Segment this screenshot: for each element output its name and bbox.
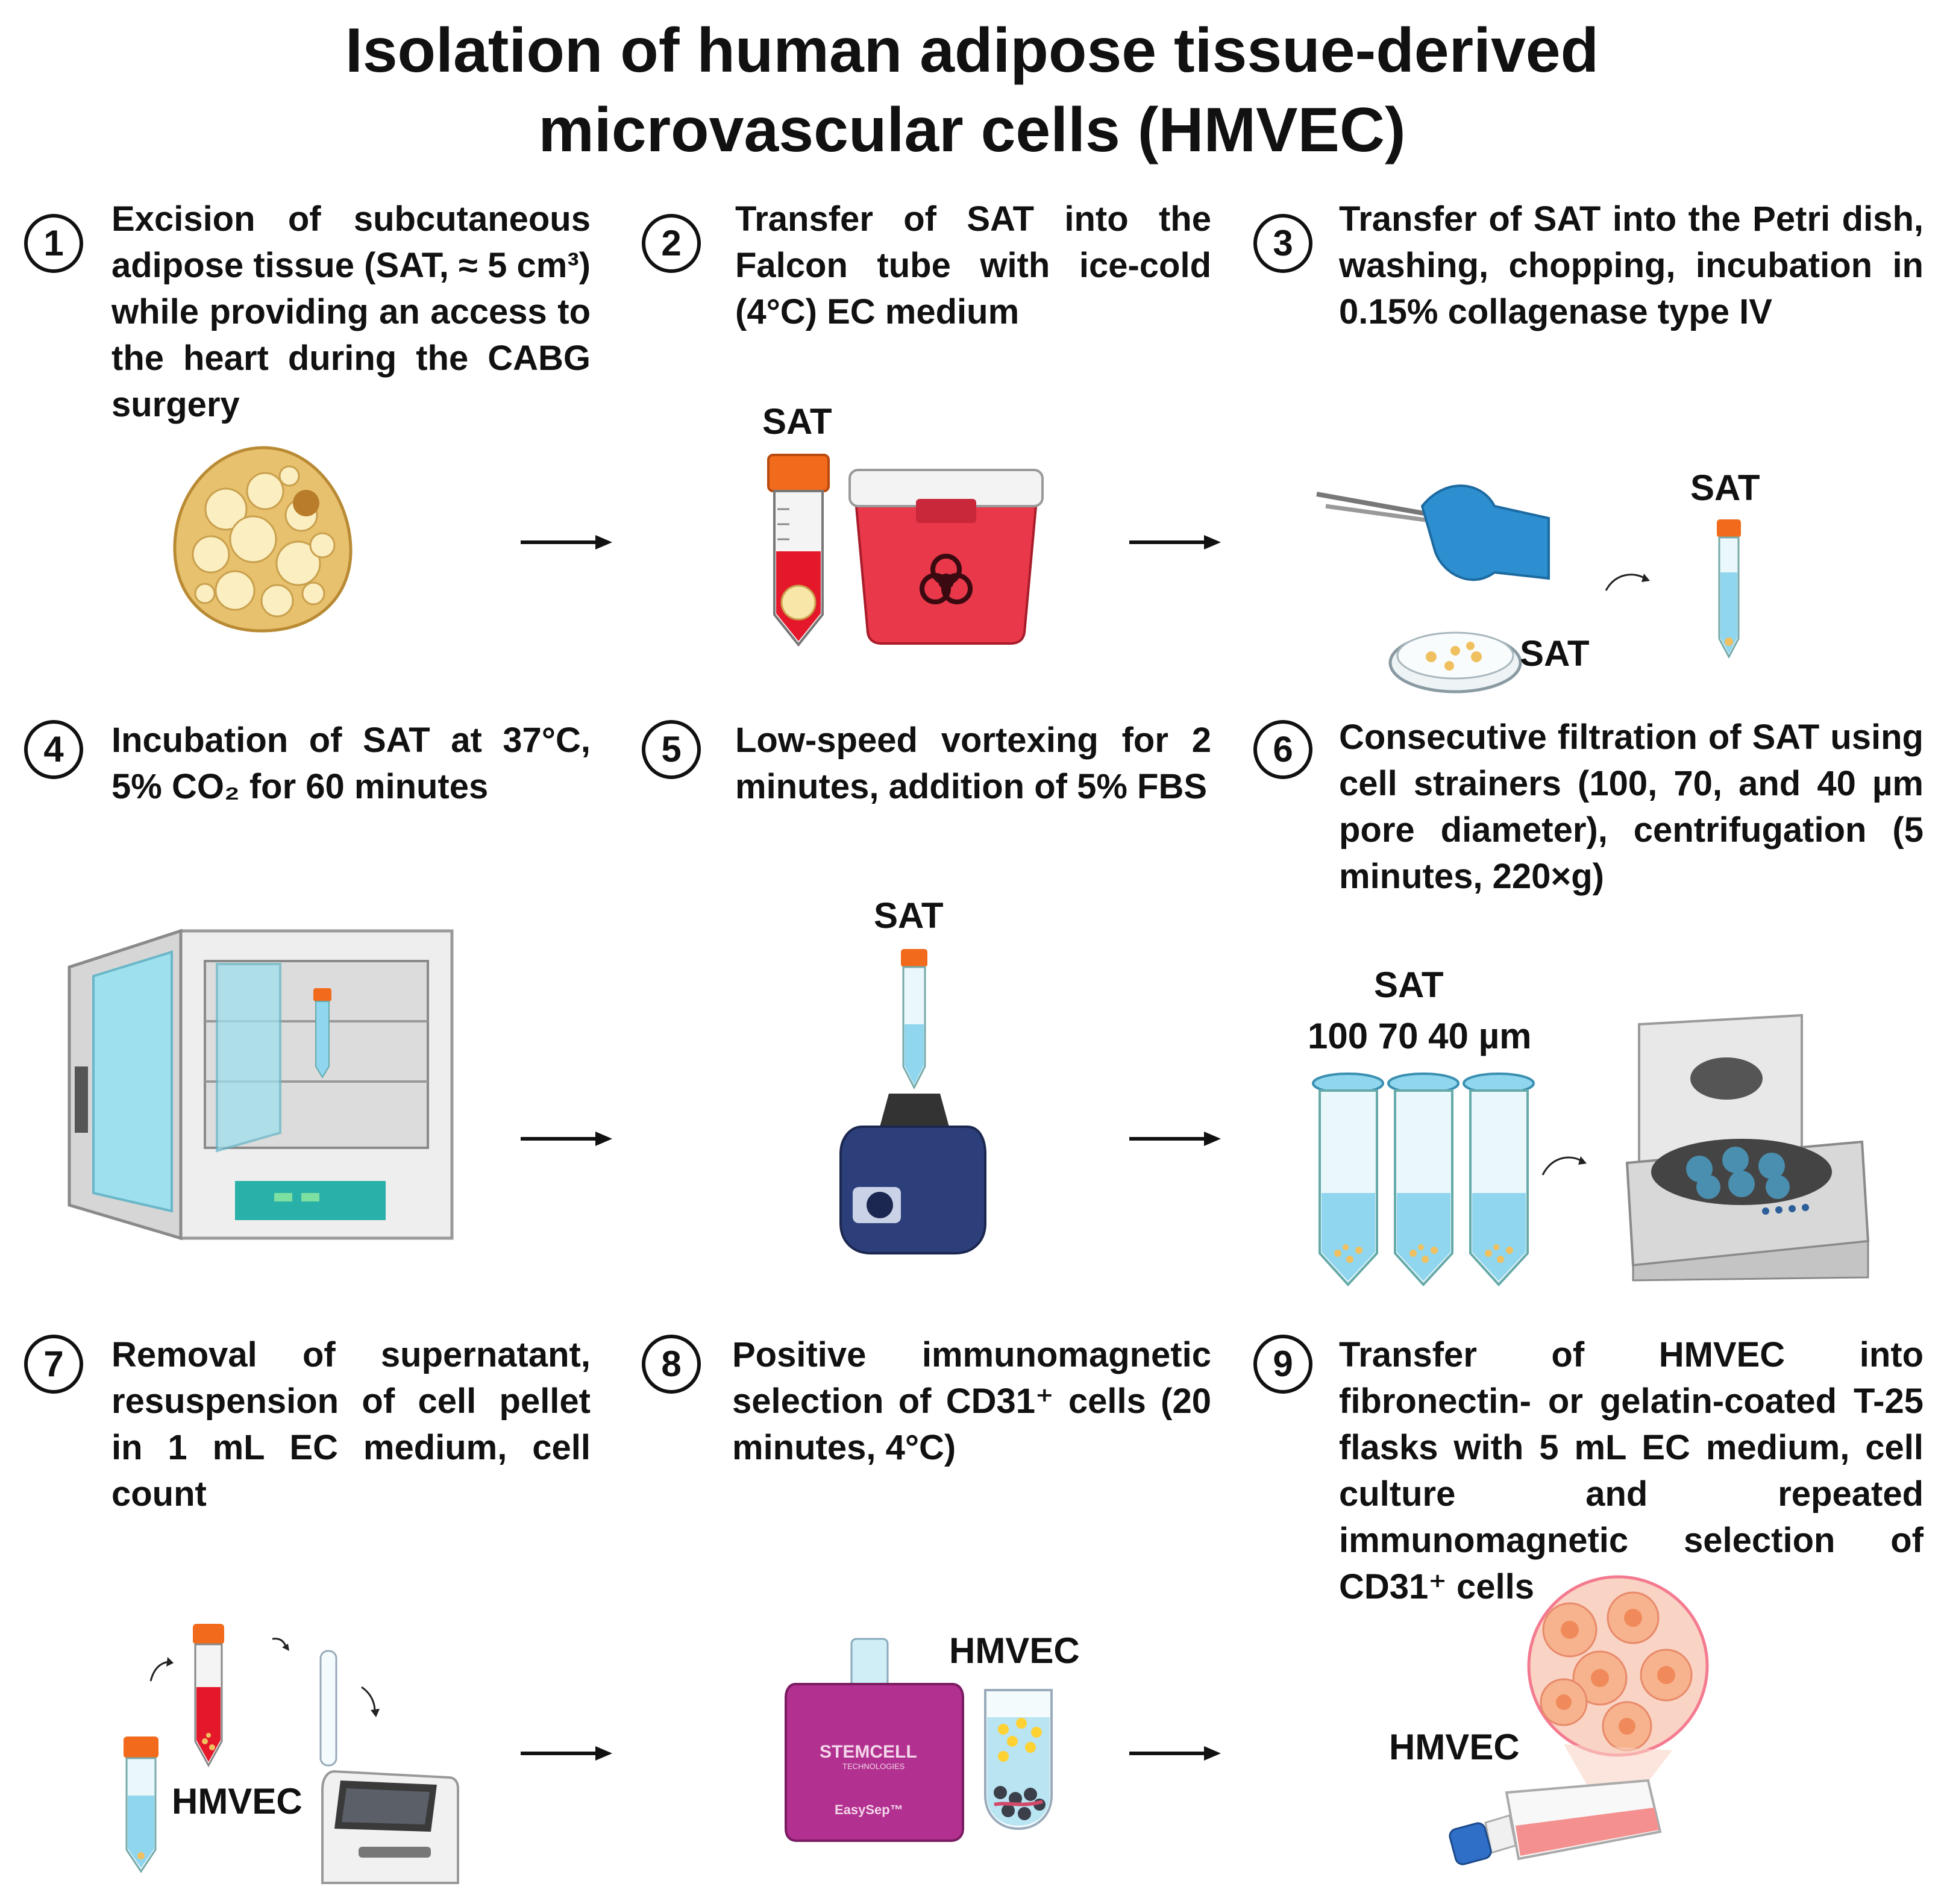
hmvec-label-step-8: HMVEC [949,1630,1080,1671]
hmvec-label-step-9: HMVEC [1389,1727,1520,1767]
step-4-text: Incubation of SAT at 37°C, 5% CO₂ for 60… [111,721,591,806]
cell-counter-illustration [321,1770,459,1884]
step-8-number: 8 [642,1335,701,1394]
hmvec-label-step-7: HMVEC [172,1781,303,1821]
step-7-number: 7 [24,1335,83,1394]
t25-flask-illustration [1449,1779,1662,1865]
step-3-text: Transfer of SAT into the Petri dish, was… [1339,199,1924,331]
petri-dish-illustration [1388,631,1522,694]
stemcell-brand-sub-label: TECHNOLOGIES [842,1762,905,1771]
curved-arrow-step-3 [1605,574,1650,591]
sat-label-step-5: SAT [874,895,944,936]
step-6-number: 6 [1253,720,1312,779]
step-3-number: 3 [1253,214,1312,273]
step-5-number: 5 [642,720,701,779]
step-9-number: 9 [1253,1335,1312,1394]
falcon-tube-blue-step-7 [124,1736,158,1873]
tubes-and-arrows-step-7 [149,1624,380,1768]
easysep-magnet-illustration [785,1638,964,1842]
step-5-text: Low-speed vortexing for 2 minutes, addit… [735,721,1211,806]
step-1-number: 1 [24,214,83,273]
arrow-7-to-8 [521,1746,612,1761]
gloved-hand-forceps-illustration [1316,484,1550,581]
stemcell-brand-label: STEMCELL [820,1742,917,1762]
step-2-text: Transfer of SAT into the Falcon tube wit… [735,199,1211,331]
page-title: Isolation of human adipose tissue-derive… [0,11,1944,170]
incubator-illustration [67,929,454,1241]
cell-strainer-tubes-illustration [1312,1073,1535,1286]
falcon-tube-blue-step-3 [1717,519,1741,659]
strainer-sizes-label: 100 70 40 µm [1308,1016,1532,1056]
title-line-1: Isolation of human adipose tissue-derive… [345,16,1599,86]
curved-arrow-step-6 [1541,1156,1587,1176]
step-4-number: 4 [24,720,83,779]
sat-label-step-6: SAT [1374,965,1444,1005]
vortex-mixer-illustration [839,949,986,1254]
magnetic-tube-illustration [984,1689,1053,1830]
arrow-4-to-5 [521,1132,612,1146]
adipose-tissue-illustration [173,446,353,633]
arrow-1-to-2 [521,535,612,550]
sat-label-step-2: SAT [762,401,832,442]
biohazard-box-illustration [848,469,1044,645]
arrow-2-to-3 [1129,535,1221,550]
falcon-tube-red-illustration [767,454,830,647]
centrifuge-illustration [1625,1013,1870,1282]
cell-culture-magnified-illustration [1527,1575,1709,1829]
step-6-text: Consecutive filtration of SAT using cell… [1339,718,1924,896]
step-7-text: Removal of supernatant, resuspension of … [111,1335,591,1514]
title-line-2: microvascular cells (HMVEC) [538,95,1406,165]
arrow-8-to-9 [1129,1746,1221,1761]
step-9-text: Transfer of HMVEC into fibronectin- or g… [1339,1335,1924,1606]
step-2-number: 2 [642,214,701,273]
easysep-device-label: EasySep™ [835,1802,903,1817]
sat-label-step-3: SAT [1690,468,1760,508]
step-8-text: Positive immunomagnetic selection of CD3… [732,1335,1211,1467]
step-1-text: Excision of subcutaneous adipose tissue … [111,199,591,424]
sat-label-petri: SAT [1520,633,1590,674]
arrow-5-to-6 [1129,1132,1221,1146]
